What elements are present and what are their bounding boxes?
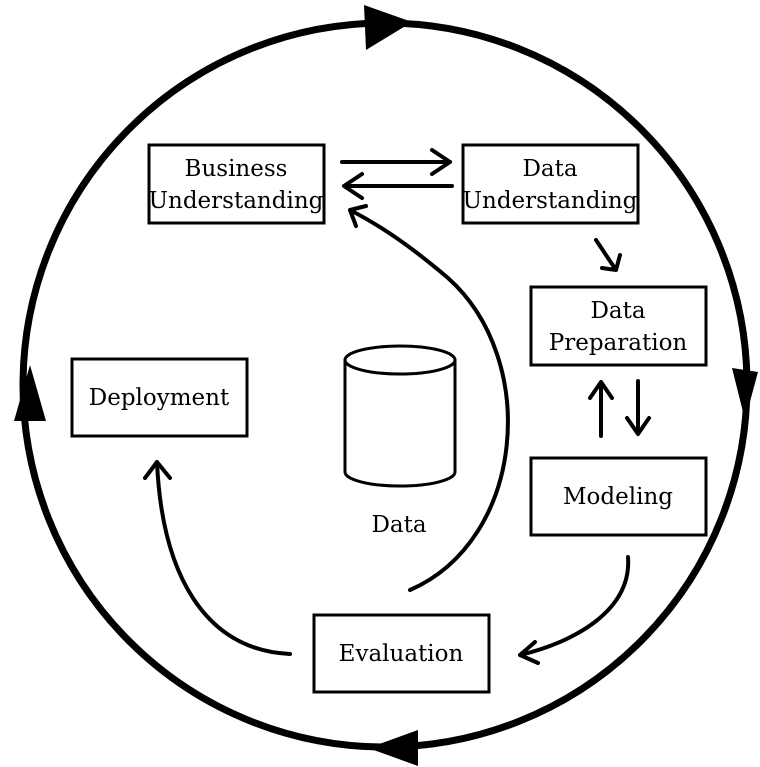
phase-deployment: Deployment: [70, 357, 249, 438]
cycle-arrowhead-bottom: [368, 730, 418, 766]
arrow-data-understanding-to-business: [342, 172, 454, 200]
data-cylinder-top: [343, 344, 457, 376]
arrow-modeling-to-evaluation: [518, 555, 631, 665]
phase-data-preparation-line-2: Preparation: [549, 330, 688, 356]
arrow-data-understanding-to-preparation: [594, 238, 622, 272]
phase-data-understanding-line-1: Data: [522, 156, 577, 182]
arrow-preparation-to-modeling: [625, 379, 651, 436]
arrow-evaluation-to-deployment: [143, 460, 292, 656]
phase-data-preparation-line-1: Data: [590, 298, 645, 324]
phase-data-understanding: Data Understanding: [461, 143, 640, 225]
arrow-evaluation-to-business: [348, 204, 510, 592]
phase-modeling: Modeling: [529, 456, 708, 537]
phase-modeling-label: Modeling: [563, 484, 673, 510]
cycle-arrowhead-left: [14, 365, 46, 421]
cycle-arrowhead-top: [364, 5, 412, 50]
arrow-business-to-data-understanding: [340, 148, 452, 176]
data-cylinder-body: [343, 360, 457, 488]
data-store-label: Data: [371, 512, 426, 538]
cycle-arrowhead-right: [732, 368, 758, 420]
data-store: Data: [343, 344, 457, 538]
phase-business-understanding-line-1: Business: [185, 156, 288, 182]
phase-data-understanding-line-2: Understanding: [463, 188, 638, 214]
arrow-modeling-to-preparation: [588, 380, 614, 438]
phase-business-understanding-line-2: Understanding: [149, 188, 324, 214]
phase-business-understanding: Business Understanding: [147, 143, 326, 225]
phase-deployment-label: Deployment: [89, 385, 230, 411]
phase-evaluation: Evaluation: [312, 613, 491, 694]
phase-data-preparation: Data Preparation: [529, 285, 708, 367]
phase-evaluation-label: Evaluation: [339, 641, 464, 667]
